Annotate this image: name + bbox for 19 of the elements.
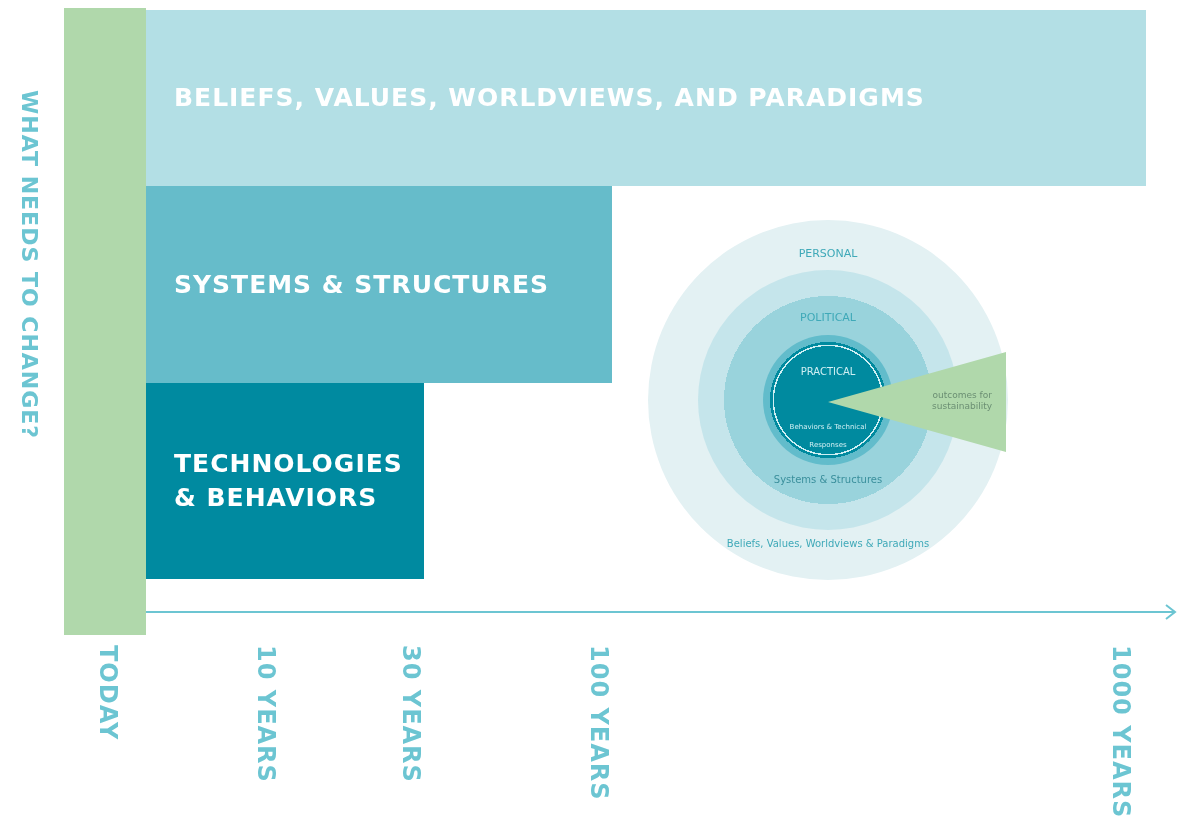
wedge-label: outcomes for sustainability — [931, 390, 992, 412]
ring-label: Systems & Structures — [773, 474, 883, 485]
axis-title: WHAT NEEDS TO CHANGE? — [17, 90, 42, 440]
layer-bar — [146, 10, 1146, 186]
ring-label: Beliefs, Values, Worldviews & Paradigms — [726, 538, 930, 549]
layer-bar — [146, 383, 424, 579]
layer-label: TECHNOLOGIES & BEHAVIORS — [174, 448, 404, 514]
layer-label: SYSTEMS & STRUCTURES — [174, 268, 549, 301]
time-label: 10 YEARS — [252, 645, 280, 783]
today-band — [64, 8, 146, 635]
time-label: 100 YEARS — [585, 645, 613, 801]
time-label: TODAY — [94, 645, 122, 741]
layer-label: BELIEFS, VALUES, WORLDVIEWS, AND PARADIGMS — [174, 82, 925, 115]
time-label: 30 YEARS — [397, 645, 425, 783]
ring-label: POLITICAL — [800, 311, 856, 324]
time-label: 1000 YEARS — [1107, 645, 1135, 819]
layer-bar — [146, 186, 612, 383]
ring-label: PRACTICAL — [800, 366, 856, 377]
ring-label: PERSONAL — [798, 247, 858, 260]
